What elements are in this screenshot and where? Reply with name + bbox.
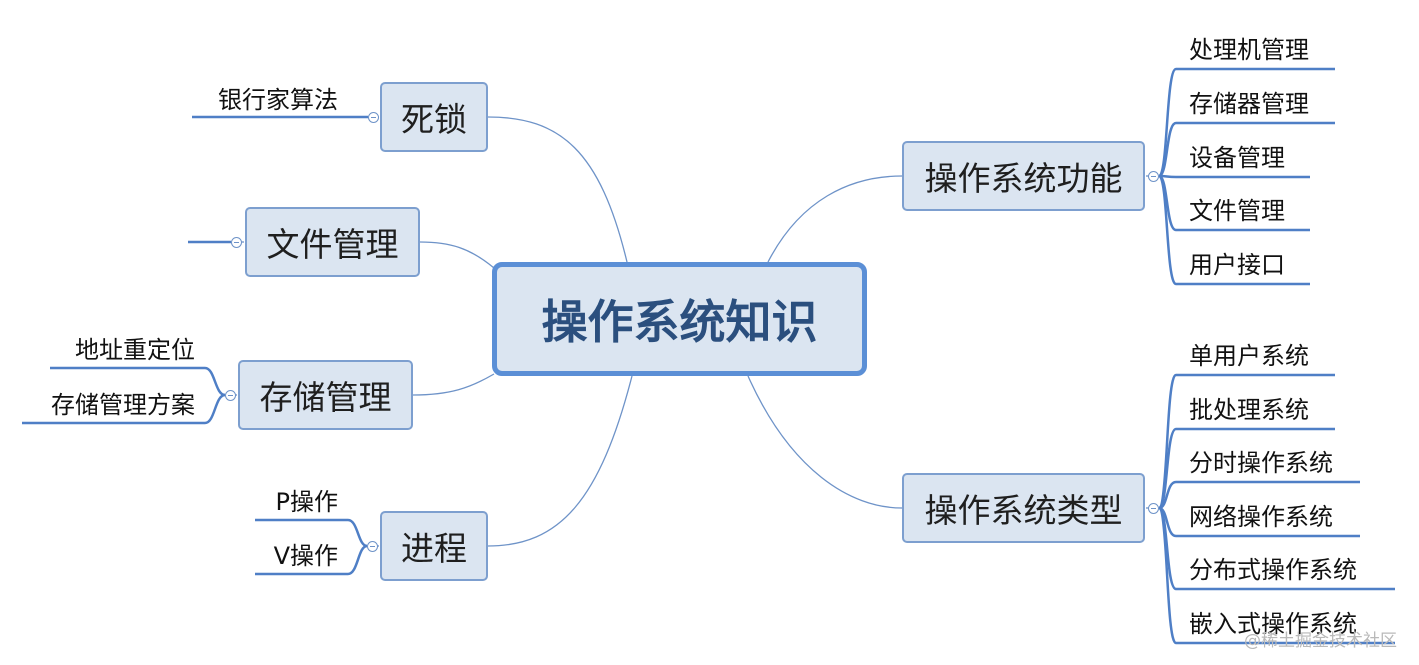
leaf-label: V操作: [273, 542, 338, 570]
branch-node-label: 操作系统功能: [924, 159, 1123, 198]
leaf-address-relocation[interactable]: 地址重定位: [50, 330, 195, 365]
leaf-single-user-system[interactable]: 单用户系统: [1189, 336, 1309, 371]
leaf-underline: [1158, 121, 1335, 178]
leaf-processor-management[interactable]: 处理机管理: [1189, 30, 1309, 65]
leaf-label: 网络操作系统: [1189, 503, 1333, 531]
connector-storage: [412, 373, 495, 396]
collapse-toggle-icon[interactable]: [225, 390, 236, 401]
leaf-underline: [1157, 174, 1310, 286]
leaf-label: 分时操作系统: [1189, 449, 1333, 477]
leaf-batch-system[interactable]: 批处理系统: [1189, 390, 1309, 425]
leaf-memory-management[interactable]: 存储器管理: [1189, 84, 1309, 119]
leaf-label: 分布式操作系统: [1189, 556, 1357, 584]
branch-node-os-functions[interactable]: 操作系统功能: [902, 141, 1145, 211]
branch-node-label: 存储管理: [259, 378, 392, 417]
branch-node-label: 死锁: [401, 100, 467, 139]
leaf-underline: [22, 393, 226, 425]
branch-node-label: 进程: [401, 529, 467, 568]
leaf-file-management[interactable]: 文件管理: [1189, 191, 1285, 226]
collapse-toggle-icon[interactable]: [1148, 171, 1159, 182]
leaf-underline: [1158, 174, 1310, 179]
leaf-distributed-os[interactable]: 分布式操作系统: [1189, 550, 1357, 585]
watermark: @稀土掘金技术社区: [1244, 631, 1397, 651]
leaf-device-management[interactable]: 设备管理: [1189, 138, 1285, 173]
branch-node-storage-management[interactable]: 存储管理: [238, 360, 413, 430]
leaf-label: 银行家算法: [218, 86, 338, 114]
leaf-label: 用户接口: [1189, 251, 1285, 279]
leaf-underline: [1157, 427, 1335, 510]
leaf-label: 单用户系统: [1189, 342, 1309, 370]
branch-node-deadlock[interactable]: 死锁: [380, 82, 488, 152]
leaf-banker-algorithm[interactable]: 银行家算法: [198, 80, 338, 115]
branch-node-label: 文件管理: [266, 225, 399, 264]
connector-file: [419, 241, 495, 269]
leaf-label: 嵌入式操作系统: [1189, 610, 1357, 638]
connector-types: [747, 375, 903, 509]
leaf-label: P操作: [275, 488, 338, 516]
leaf-label: 存储器管理: [1189, 90, 1309, 118]
leaf-label: 批处理系统: [1189, 396, 1309, 424]
leaf-network-os[interactable]: 网络操作系统: [1189, 497, 1333, 532]
leaf-label: 地址重定位: [75, 336, 195, 364]
leaf-storage-scheme[interactable]: 存储管理方案: [22, 385, 195, 420]
leaf-p-operation[interactable]: P操作: [255, 482, 338, 517]
branch-node-label: 操作系统类型: [924, 491, 1123, 530]
collapse-toggle-icon[interactable]: [1148, 503, 1159, 514]
center-node[interactable]: 操作系统知识: [492, 262, 867, 376]
leaf-label: 文件管理: [1189, 197, 1285, 225]
leaf-user-interface[interactable]: 用户接口: [1189, 245, 1285, 280]
center-node-label: 操作系统知识: [541, 295, 818, 349]
leaf-label: 设备管理: [1189, 144, 1285, 172]
branch-node-file-management[interactable]: 文件管理: [245, 207, 420, 277]
leaf-underline: [255, 518, 368, 548]
branch-node-process[interactable]: 进程: [380, 511, 488, 581]
collapse-toggle-icon[interactable]: [231, 237, 242, 248]
collapse-toggle-icon[interactable]: [367, 541, 378, 552]
branch-node-os-types[interactable]: 操作系统类型: [902, 473, 1145, 543]
leaf-v-operation[interactable]: V操作: [255, 536, 338, 571]
connector-functions: [767, 175, 903, 263]
connector-deadlock: [487, 116, 628, 263]
leaf-label: 处理机管理: [1189, 36, 1309, 64]
connector-process: [487, 375, 633, 547]
leaf-time-sharing-os[interactable]: 分时操作系统: [1189, 443, 1333, 478]
leaf-underline: [50, 366, 226, 397]
leaf-underline: [1158, 480, 1360, 510]
leaf-underline: [1157, 506, 1395, 645]
leaf-underline: [255, 544, 368, 576]
leaf-label: 存储管理方案: [51, 391, 195, 419]
collapse-toggle-icon[interactable]: [368, 112, 379, 123]
leaf-embedded-os[interactable]: 嵌入式操作系统: [1189, 604, 1357, 639]
